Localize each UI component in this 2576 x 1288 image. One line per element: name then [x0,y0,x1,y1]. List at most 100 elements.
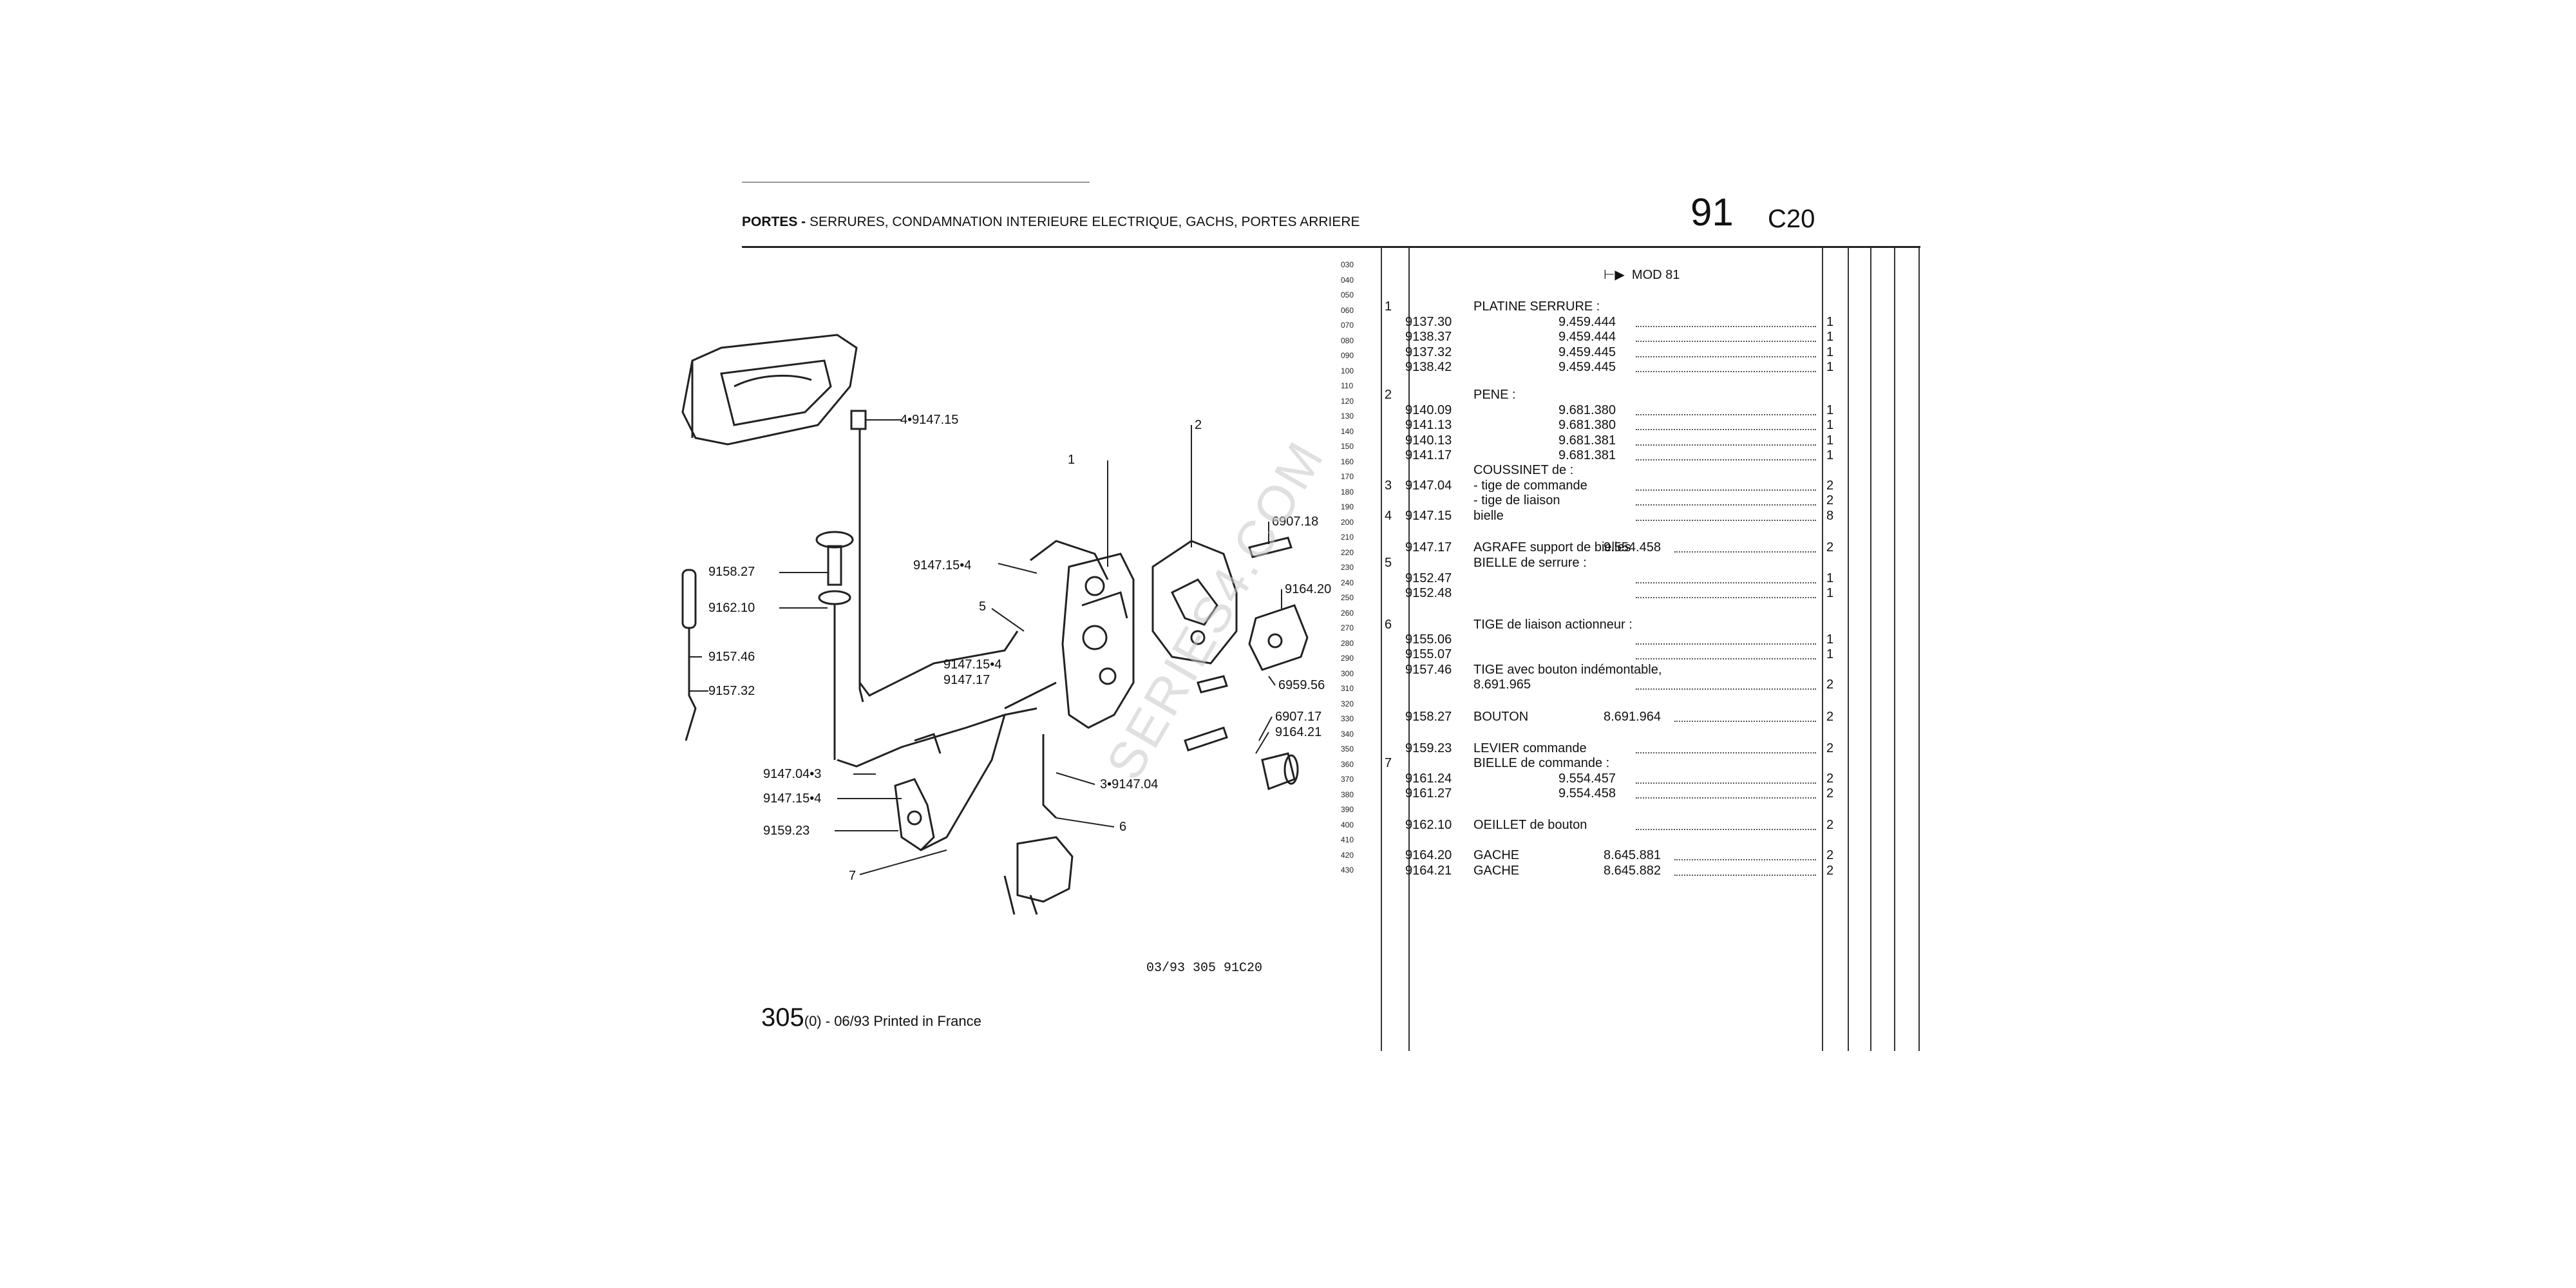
part-reference: 9141.17 [1405,448,1452,462]
line-number: 430 [1341,866,1354,875]
diagram-callout: 9157.32 [708,684,755,698]
part-description: 9.554.458 [1558,786,1616,800]
part-reference: 9164.21 [1405,864,1452,878]
part-reference: 9137.30 [1405,315,1452,329]
page-title-bold: PORTES - [742,214,806,229]
line-number: 200 [1341,517,1354,527]
part-description: 9.459.445 [1558,345,1616,359]
quantity: 1 [1826,345,1834,359]
leader-dots [1674,859,1816,860]
line-number: 340 [1341,729,1354,739]
leader-dots [1636,797,1816,799]
pene [1151,540,1238,665]
line-number: 070 [1341,321,1354,330]
diagram-callout: 9147.15•4 [913,558,972,573]
part-description: 8.691.965 [1473,677,1531,692]
part-description: AGRAFE support de bielles [1473,540,1631,554]
part-description: BOUTON [1473,710,1529,724]
part-description: 9.459.445 [1558,360,1616,374]
part-reference: 9162.10 [1405,818,1452,832]
page-title-rest: SERRURES, CONDAMNATION INTERIEURE ELECTR… [810,214,1360,229]
part-reference: 9159.23 [1405,741,1452,755]
part-reference: 9164.20 [1405,848,1452,862]
quantity: 1 [1826,418,1834,432]
line-number: 250 [1341,593,1354,602]
item-number: 6 [1385,618,1392,632]
part-number: 8.691.964 [1604,710,1661,724]
part-number: 8.645.881 [1604,848,1661,862]
diagram-callout: 3•9147.04 [1100,777,1159,791]
header-rule-top [742,182,1090,183]
line-number: 300 [1341,668,1354,678]
line-number: 180 [1341,487,1354,497]
line-number: 190 [1341,502,1354,511]
quantity: 1 [1826,632,1834,647]
line-number: 290 [1341,654,1354,663]
diagram-callout: 4•9147.15 [900,413,959,427]
part-description: PLATINE SERRURE : [1473,299,1600,314]
line-number: 210 [1341,533,1354,542]
lock-plate [1030,540,1135,729]
part-reference: 9140.13 [1405,433,1452,448]
diagram-callout: 6907.18 [1272,515,1319,529]
part-description: PENE : [1473,388,1516,402]
quantity: 2 [1826,772,1834,786]
line-number: 140 [1341,426,1354,436]
diagram-callout: 9157.46 [708,650,755,664]
leader-dots [1636,356,1816,357]
part-description: BIELLE de commande : [1473,756,1610,770]
quantity: 2 [1826,848,1834,862]
line-number: 400 [1341,820,1354,829]
footer-text: (0) - 06/93 Printed in France [804,1013,981,1029]
leader-dots [1636,582,1816,583]
quantity: 1 [1826,586,1834,600]
line-number: 050 [1341,290,1354,299]
line-number: 270 [1341,623,1354,632]
leader-dots [1636,489,1816,491]
part-description: 9.554.457 [1558,772,1616,786]
part-description: 9.681.380 [1558,418,1616,432]
part-reference: 9140.09 [1405,403,1452,417]
quantity: 1 [1826,433,1834,448]
leader-dots [1636,643,1816,645]
diagram-callout: 6959.56 [1278,678,1325,692]
part-reference: 9147.15 [1405,509,1452,523]
diagram-callout: 6 [1119,820,1127,834]
line-number: 320 [1341,699,1354,708]
part-number: 8.645.882 [1604,864,1661,878]
diagram-callout: 9147.04•3 [763,767,822,781]
line-number: 390 [1341,805,1354,814]
line-number: 120 [1341,396,1354,406]
part-reference: 9152.48 [1405,586,1452,600]
diagram-callout: 7 [849,869,857,883]
quantity: 1 [1826,315,1834,329]
quantity: 1 [1826,330,1834,344]
part-description: GACHE [1473,864,1520,878]
quantity: 1 [1826,571,1834,585]
part-reference: 9141.13 [1405,418,1452,432]
diagram-callout: 6907.17 [1275,710,1322,724]
line-number: 170 [1341,472,1354,481]
leader-dots [1636,829,1816,830]
leader-dots [1636,504,1816,506]
leader-dots [1674,721,1816,722]
model-code: C20 [1768,205,1815,233]
part-description: 9.681.381 [1558,448,1616,462]
part-reference: 9161.27 [1405,786,1452,800]
quantity: 2 [1826,864,1834,878]
section-number: 91 [1690,191,1734,234]
diagram-callout: 2 [1195,418,1202,432]
line-number: 060 [1341,305,1354,315]
part-description: GACHE [1473,848,1520,862]
page-number: 305 [761,1003,804,1032]
quantity: 1 [1826,360,1834,374]
part-description: - tige de liaison [1473,493,1560,507]
line-number: 110 [1341,381,1354,390]
quantity: 2 [1826,786,1834,800]
line-number: 130 [1341,412,1354,421]
leader-dots [1636,597,1816,598]
line-number: 160 [1341,457,1354,466]
part-number: 9.554.458 [1604,540,1661,554]
part-description: TIGE de liaison actionneur : [1473,618,1633,632]
part-description: 9.681.380 [1558,403,1616,417]
